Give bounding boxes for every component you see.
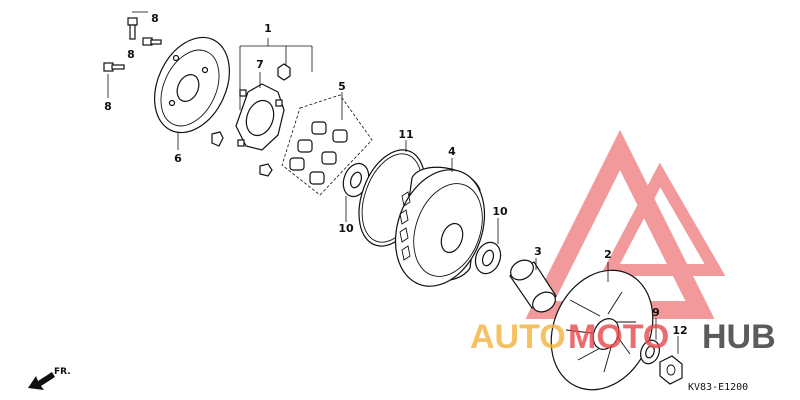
bolt-upper-2 xyxy=(142,37,162,46)
callout-8-middle: 8 xyxy=(127,48,135,61)
weight-roller-group xyxy=(281,94,373,196)
callout-10-right: 10 xyxy=(492,205,508,218)
drive-face xyxy=(394,166,486,287)
bolt-lower xyxy=(103,62,125,72)
bolt-upper-1 xyxy=(127,17,138,40)
watermark-auto: AUTO xyxy=(470,318,566,356)
callout-4: 4 xyxy=(448,145,456,158)
callout-9: 9 xyxy=(652,306,660,319)
front-direction-arrow: FR. xyxy=(28,367,71,390)
callout-3: 3 xyxy=(534,245,542,258)
callout-10-left: 10 xyxy=(338,222,354,235)
nut xyxy=(659,355,683,385)
drive-pulley-fan xyxy=(550,269,654,391)
callout-12: 12 xyxy=(672,324,687,337)
front-direction-label: FR. xyxy=(54,367,71,377)
watermark-text: AUTO MOTO HUB xyxy=(470,318,776,356)
collar xyxy=(509,259,557,313)
watermark-hub: HUB xyxy=(702,318,776,356)
callout-8-lower: 8 xyxy=(104,100,112,113)
leader-1 xyxy=(239,38,313,110)
weight-roller xyxy=(289,121,348,185)
washer-right xyxy=(474,241,502,275)
clip-left xyxy=(211,131,224,147)
callout-2: 2 xyxy=(604,248,612,261)
callout-6: 6 xyxy=(174,152,182,165)
washer-small xyxy=(639,339,661,365)
callout-5: 5 xyxy=(338,80,346,93)
ramp-plate xyxy=(154,36,230,134)
callout-11: 11 xyxy=(398,128,413,141)
callout-8-upper: 8 xyxy=(151,12,159,25)
callout-1: 1 xyxy=(264,22,272,35)
diagram-code: KV83-E1200 xyxy=(688,382,748,393)
slider-plate xyxy=(235,83,285,151)
clip-upper xyxy=(277,63,291,81)
clip-bottom xyxy=(259,163,273,177)
washer-left xyxy=(342,162,370,198)
callout-7: 7 xyxy=(256,58,264,71)
watermark-moto: MOTO xyxy=(568,318,669,356)
